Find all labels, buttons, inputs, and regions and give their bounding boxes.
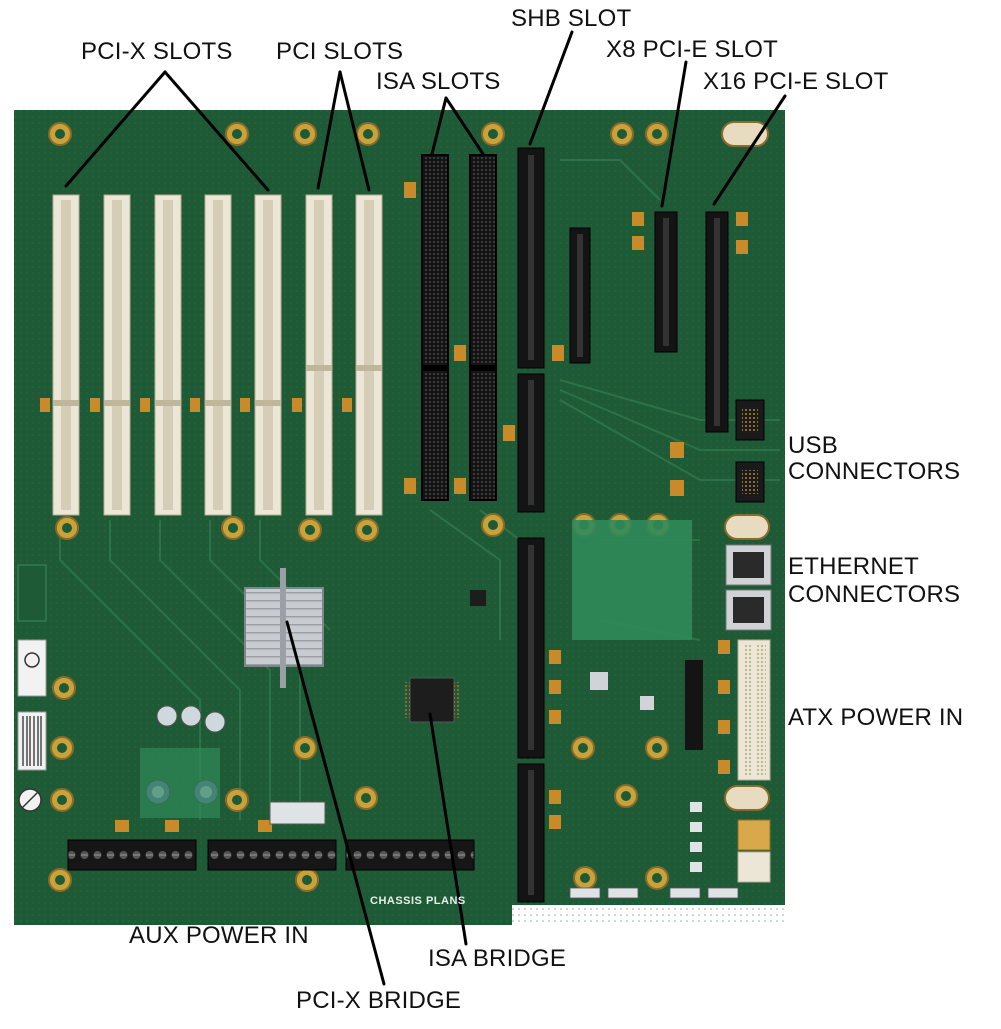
x16-pcie-slot-label: X16 PCI-E SLOT [703, 68, 889, 95]
atx-power-label: ATX POWER IN [788, 704, 964, 731]
ul-mark-icon [17, 639, 47, 697]
isa-slots-label: ISA SLOTS [376, 68, 501, 95]
pci-slot-2 [355, 194, 383, 516]
pcix-bridge-label: PCI-X BRIDGE [296, 987, 462, 1014]
ethernet-connectors [725, 544, 772, 631]
heatsink-icon [244, 568, 324, 688]
smd-components [40, 182, 748, 832]
pcix-slot-3 [154, 194, 182, 516]
isa-bridge-chip [404, 677, 460, 723]
silkscreen-brand: CHASSIS PLANS [370, 895, 466, 907]
usb-connectors [735, 399, 765, 503]
isa-bridge-label: ISA BRIDGE [428, 945, 567, 972]
leader-lines [64, 30, 787, 986]
atx-power-connector [737, 639, 771, 883]
aux-power-label: AUX POWER IN [129, 922, 309, 949]
pcix-slot-1 [52, 194, 80, 516]
pcix-slots-label: PCI-X SLOTS [81, 38, 233, 65]
aux-power-terminals [67, 839, 475, 871]
ethernet-riser-area [572, 520, 692, 640]
x8-pcie-slot-label: X8 PCI-E SLOT [606, 36, 778, 63]
pci-slot-1 [305, 194, 333, 516]
usb-label-line1: USB [788, 432, 838, 459]
pcix-slot-5 [254, 194, 282, 516]
shb-slot-label: SHB SLOT [511, 5, 632, 32]
ethernet-label-line2: CONNECTORS [788, 581, 961, 608]
barcode-icon [17, 711, 47, 771]
ethernet-label-line1: ETHERNET [788, 553, 919, 580]
isa-slots [421, 154, 497, 501]
usb-label-line2: CONNECTORS [788, 458, 961, 485]
pcix-slot-2 [103, 194, 131, 516]
pci-slots [52, 194, 383, 516]
pcix-slot-4 [204, 194, 232, 516]
sata-headers [569, 887, 739, 899]
pci-slots-label: PCI SLOTS [276, 38, 404, 65]
pb-free-icon [18, 788, 42, 812]
